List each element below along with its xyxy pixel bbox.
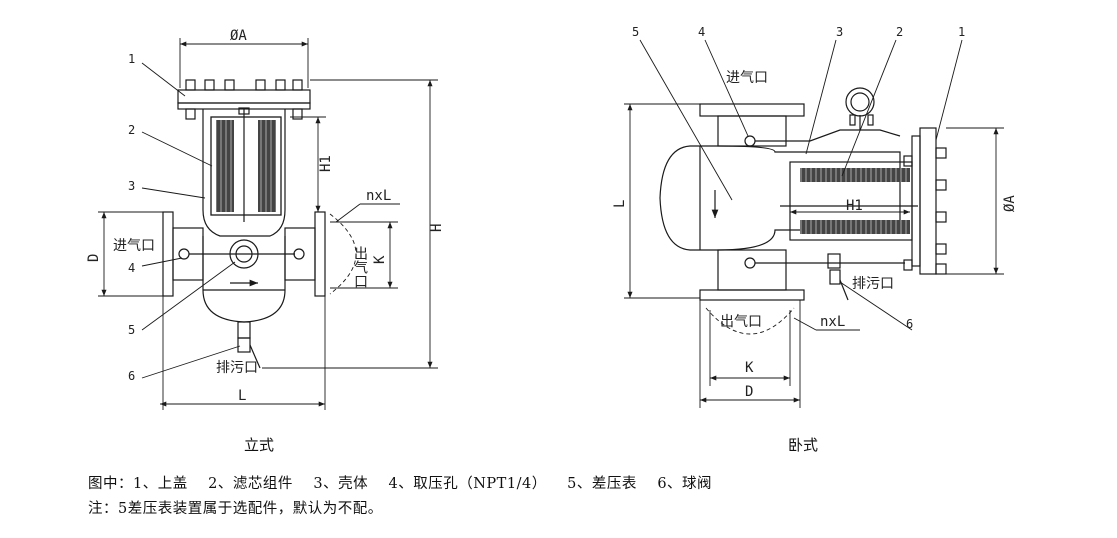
top-cover — [177, 89, 311, 104]
horizontal-view — [624, 39, 1004, 408]
dim-D-right: D — [745, 384, 753, 400]
right-callouts — [639, 39, 963, 331]
cover-bolts — [185, 79, 303, 120]
callout-right-5: 5 — [632, 25, 639, 39]
caption-horizontal: 卧式 — [788, 436, 818, 454]
drain-label-left: 排污口 — [216, 360, 258, 376]
left-callouts — [141, 62, 241, 379]
callout-right-2: 2 — [896, 25, 903, 39]
shell-body-horizontal — [659, 145, 901, 251]
left-dimensions — [98, 38, 438, 410]
right-texts: 5 4 3 2 1 6 进气口 出气口 排污口 L ØA H1 K D nxL … — [612, 25, 1018, 454]
outlet-label-right: 出气口 — [720, 314, 762, 330]
end-cover — [919, 127, 937, 275]
callout-right-4: 4 — [698, 25, 705, 39]
legend-item-2: 2、滤芯组件 — [208, 476, 293, 492]
legend-item-3: 3、壳体 — [313, 476, 369, 492]
dim-H-left: H — [429, 224, 445, 232]
caption-vertical: 立式 — [244, 436, 274, 454]
vertical-view — [98, 38, 438, 410]
callout-right-6: 6 — [906, 317, 913, 331]
dim-H1-right: H1 — [846, 198, 863, 214]
dim-nxL-right: nxL — [820, 314, 845, 330]
callout-left-5: 5 — [128, 323, 135, 337]
right-dimensions — [624, 103, 1004, 408]
callout-left-3: 3 — [128, 179, 135, 193]
dim-H1-left: H1 — [318, 155, 334, 172]
diff-gauge — [229, 239, 259, 269]
parts-legend: 图中：1、上盖 2、滤芯组件 3、壳体 4、取压孔（NPT1/4） 5、差压表 … — [88, 472, 712, 493]
callout-left-4: 4 — [128, 261, 135, 275]
callout-right-3: 3 — [836, 25, 843, 39]
inlet-label-right: 进气口 — [726, 70, 768, 86]
legend-item-1: 1、上盖 — [133, 476, 188, 492]
shell-body — [202, 109, 286, 237]
legend-item-6: 6、球阀 — [657, 476, 713, 492]
dim-nxL-left: nxL — [366, 188, 391, 204]
option-note: 注：5差压表装置属于选配件，默认为不配。 — [88, 501, 383, 517]
ball-valve — [237, 337, 251, 353]
dim-K-right: K — [745, 360, 754, 376]
diff-gauge-horizontal — [845, 87, 875, 117]
legend-item-5: 5、差压表 — [567, 476, 637, 492]
outlet-label-left: 出气口 — [352, 246, 368, 288]
callout-left-2: 2 — [128, 123, 135, 137]
inlet-label-left: 进气口 — [113, 238, 155, 254]
dim-D-left: D — [86, 254, 102, 262]
drain-label-right: 排污口 — [852, 276, 894, 292]
callout-right-1: 1 — [958, 25, 965, 39]
left-texts: ØA H H1 L D K nxL 进气口 出气口 排污口 1 2 3 4 5 … — [86, 28, 445, 454]
dim-phiA-left: ØA — [230, 28, 247, 44]
dim-L-right: L — [612, 200, 628, 208]
dim-K-left: K — [372, 255, 388, 264]
callout-left-6: 6 — [128, 369, 135, 383]
ball-valve-horizontal — [829, 269, 841, 285]
callout-left-1: 1 — [128, 52, 135, 66]
legend-prefix: 图中： — [88, 476, 133, 492]
dim-phiA-right: ØA — [1002, 195, 1018, 212]
dim-L-left: L — [238, 388, 246, 404]
legend-item-4: 4、取压孔（NPT1/4） — [388, 476, 547, 492]
end-bolts — [903, 147, 947, 275]
